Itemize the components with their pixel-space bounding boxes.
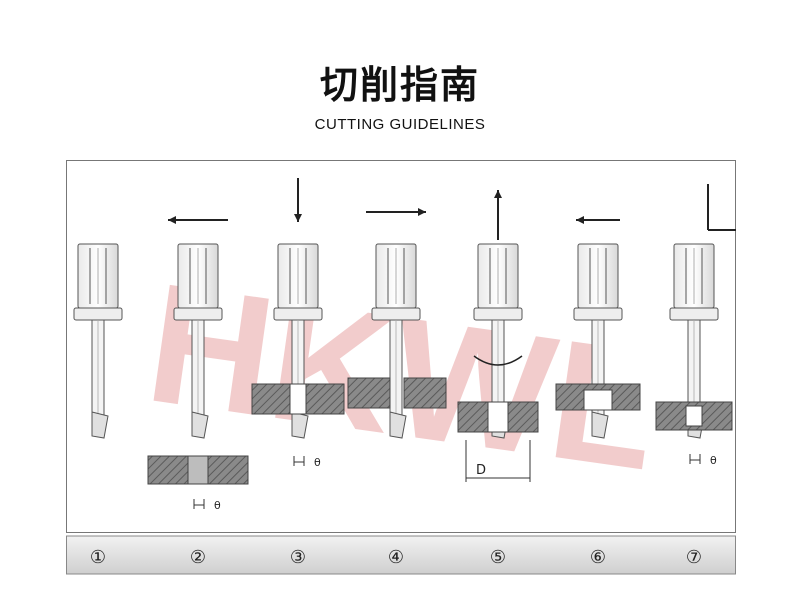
step-label-6: ⑥ — [590, 547, 606, 568]
step-label-1: ① — [90, 547, 106, 568]
bit-cutter — [389, 411, 407, 439]
workpiece-slot — [187, 455, 209, 485]
bit-cutter — [191, 411, 209, 439]
dimension-label: θ — [214, 499, 221, 512]
workpiece-cut — [685, 405, 703, 427]
step-label-4: ④ — [388, 547, 404, 568]
bit-collar — [473, 307, 523, 321]
bit-cutter — [291, 411, 309, 439]
page-title: 切削指南 — [319, 63, 480, 107]
step-label-band — [66, 535, 736, 575]
rotation-arrow — [473, 355, 523, 366]
router-bit-3: θ — [251, 178, 345, 469]
feed-arrow-right-head — [418, 208, 426, 216]
bit-cutter — [591, 411, 609, 439]
step-labels: ① ② ③ ④ ⑤ ⑥ ⑦ — [90, 547, 702, 568]
router-bit-4 — [347, 208, 447, 439]
router-bit-6 — [555, 216, 641, 439]
bit-collar — [371, 307, 421, 321]
step-label-2: ② — [190, 547, 206, 568]
feed-arrow-up-head — [494, 190, 502, 198]
dimension-label: D — [476, 463, 486, 478]
feed-arrow-down-head — [294, 214, 302, 222]
bit-collar — [573, 307, 623, 321]
workpiece-rebate — [583, 389, 613, 411]
feed-arrow-left-head — [576, 216, 584, 224]
step-label-7: ⑦ — [686, 547, 702, 568]
bit-collar — [273, 307, 323, 321]
router-bit-2: θ — [147, 216, 249, 512]
bit-collar — [73, 307, 123, 321]
router-bit-7: θ — [655, 184, 736, 467]
bit-collar — [669, 307, 719, 321]
workpiece-cut — [289, 383, 307, 415]
dimension-label: θ — [314, 456, 321, 469]
router-bit-5: D — [457, 190, 539, 482]
bit-collar — [173, 307, 223, 321]
page-subtitle: CUTTING GUIDELINES — [314, 116, 486, 133]
feed-arrow-left-head — [168, 216, 176, 224]
step-label-5: ⑤ — [490, 547, 506, 568]
dimension-label: θ — [710, 454, 717, 467]
workpiece-bore — [487, 401, 509, 433]
router-bit-1 — [73, 243, 123, 439]
bit-cutter — [91, 411, 109, 439]
workpiece-block-left — [347, 377, 391, 409]
step-label-3: ③ — [290, 547, 306, 568]
workpiece-block-right — [403, 377, 447, 409]
